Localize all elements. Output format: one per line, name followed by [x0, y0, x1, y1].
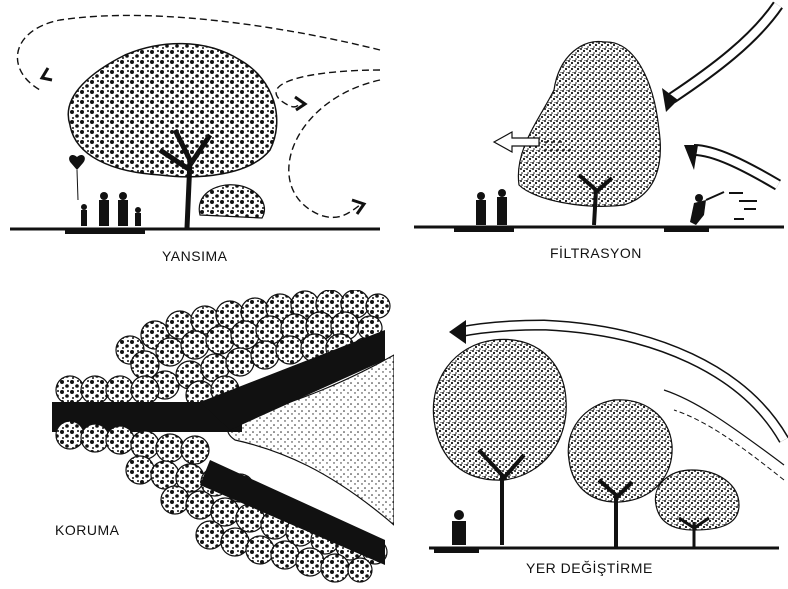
- panel-filtrasyon: FİLTRASYON: [394, 0, 788, 290]
- wind-arrow-left: [42, 68, 52, 80]
- small-tree-crown: [655, 470, 739, 530]
- caption-filtrasyon: FİLTRASYON: [550, 245, 642, 261]
- debris-dots: [729, 192, 757, 220]
- koruma-illustration: [0, 290, 394, 589]
- balloon: [69, 155, 85, 170]
- tall-tree-crown: [433, 339, 566, 480]
- caption-yer-degistirme: YER DEĞİŞTİRME: [526, 560, 653, 576]
- panel-koruma: KORUMA: [0, 290, 394, 589]
- yansima-illustration: [0, 0, 394, 290]
- caption-koruma: KORUMA: [55, 522, 119, 538]
- caption-yansima: YANSIMA: [162, 248, 227, 264]
- panel-yansima: YANSIMA: [0, 0, 394, 290]
- wind-exposed-person: [690, 192, 724, 225]
- yer-degistirme-illustration: [394, 290, 788, 589]
- wind-arrow-right: [295, 97, 305, 110]
- wind-flow-return: [276, 70, 380, 107]
- yer-person: [452, 510, 466, 545]
- people-group: [81, 192, 141, 226]
- panel-yer-degistirme: YER DEĞİŞTİRME: [394, 290, 788, 589]
- ground-shadow: [65, 229, 145, 234]
- small-tree-trunk: [679, 518, 709, 548]
- wind-streamline-1: [664, 390, 784, 465]
- small-shrub: [199, 185, 264, 218]
- filtrasyon-people: [476, 189, 507, 225]
- medium-tree-crown: [568, 400, 672, 502]
